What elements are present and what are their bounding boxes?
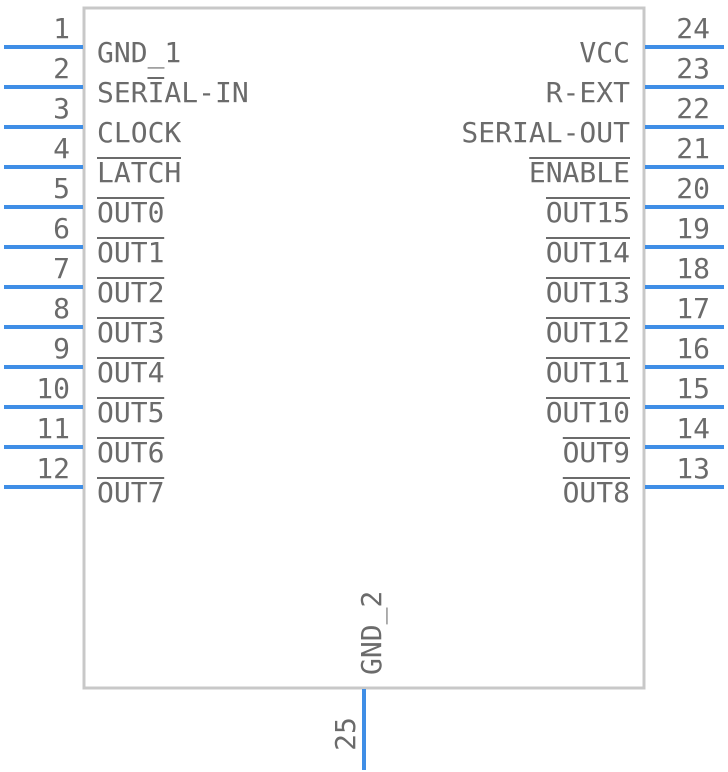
pin-21-number: 21 [676, 132, 710, 165]
pin-23-number: 23 [676, 52, 710, 85]
pin-7-number: 7 [53, 252, 70, 285]
pin-13-number: 13 [676, 452, 710, 485]
pin-7-name: OUT2 [97, 276, 164, 309]
pin-22-number: 22 [676, 92, 710, 125]
pin-17-name: OUT12 [546, 316, 630, 349]
pin-13-name: OUT8 [563, 476, 630, 509]
pin-6-name: OUT1 [97, 236, 164, 269]
pin-17-number: 17 [676, 292, 710, 325]
pin-25-name: GND_2 [355, 591, 389, 675]
pin-19-name: OUT14 [546, 236, 630, 269]
left-pin-group: 1GND_12SERIAL-IN3CLOCK4LATCH5OUT06OUT17O… [4, 12, 249, 509]
pin-9-number: 9 [53, 332, 70, 365]
pin-15-name: OUT10 [546, 396, 630, 429]
pin-23-name: R-EXT [546, 76, 630, 109]
pin-10-number: 10 [36, 372, 70, 405]
pin-20-name: OUT15 [546, 196, 630, 229]
pin-6-number: 6 [53, 212, 70, 245]
pin-9-name: OUT4 [97, 356, 164, 389]
pin-3-number: 3 [53, 92, 70, 125]
pin-5-number: 5 [53, 172, 70, 205]
pin-18-number: 18 [676, 252, 710, 285]
pin-25-number: 25 [329, 717, 362, 751]
pin-11-name: OUT6 [97, 436, 164, 469]
pin-24-name: VCC [579, 36, 630, 69]
pin-2-name: SERIAL-IN [97, 76, 249, 109]
pin-10-name: OUT5 [97, 396, 164, 429]
pin-21-name: ENABLE [529, 156, 630, 189]
pin-1-name: GND_1 [97, 36, 181, 70]
pin-24-number: 24 [676, 12, 710, 45]
pin-14-name: OUT9 [563, 436, 630, 469]
pin-20-number: 20 [676, 172, 710, 205]
pin-8-name: OUT3 [97, 316, 164, 349]
pin-4-number: 4 [53, 132, 70, 165]
pin-19-number: 19 [676, 212, 710, 245]
pin-16-number: 16 [676, 332, 710, 365]
pin-14-number: 14 [676, 412, 710, 445]
pin-1-number: 1 [53, 12, 70, 45]
pin-8-number: 8 [53, 292, 70, 325]
pin-5-name: OUT0 [97, 196, 164, 229]
pin-16-name: OUT11 [546, 356, 630, 389]
bottom-pin-group: 25 GND_2 [329, 591, 389, 770]
pin-3-name: CLOCK [97, 116, 181, 149]
pin-22-name: SERIAL-OUT [461, 116, 630, 149]
ic-body [82, 6, 646, 690]
pin-4-name: LATCH [97, 156, 181, 189]
pin-12-number: 12 [36, 452, 70, 485]
pin-2-number: 2 [53, 52, 70, 85]
pin-11-number: 11 [36, 412, 70, 445]
pin-18-name: OUT13 [546, 276, 630, 309]
pin-15-number: 15 [676, 372, 710, 405]
pin-12-name: OUT7 [97, 476, 164, 509]
